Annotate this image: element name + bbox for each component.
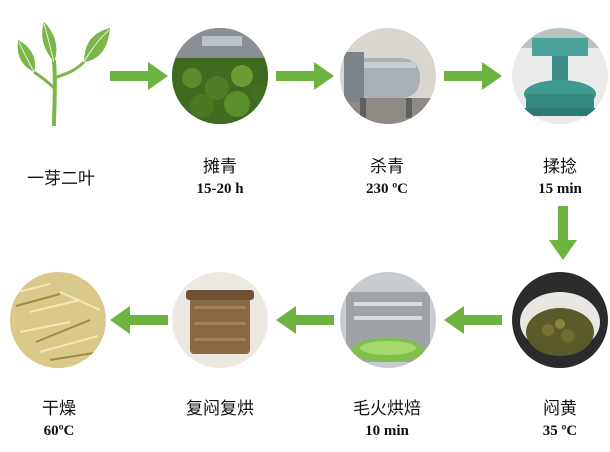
- arrow-right-icon: [110, 62, 168, 90]
- yellowing-photo: [512, 272, 608, 368]
- step-label-8: 干燥 60ºC: [0, 398, 124, 442]
- arrow-right-icon: [276, 62, 334, 90]
- arrow-left-icon: [110, 306, 168, 334]
- step-label-5: 闷黄 35 ºC: [495, 398, 610, 442]
- arrow-left-icon: [444, 306, 502, 334]
- step-param: 35 ºC: [542, 423, 578, 439]
- step-param: 10 min: [365, 423, 409, 439]
- repeat-yellowing-drying-photo: [172, 272, 268, 368]
- step-name: 一芽二叶: [27, 169, 95, 189]
- spreading-photo: [172, 28, 268, 124]
- first-drying-photo: [340, 272, 436, 368]
- step-label-7: 复闷复烘: [155, 398, 285, 420]
- step-name: 摊青: [203, 157, 237, 177]
- step-label-6: 毛火烘焙 10 min: [322, 398, 452, 442]
- step-tea-bud: [14, 18, 114, 128]
- step-name: 干燥: [42, 399, 76, 419]
- step-name: 复闷复烘: [186, 399, 254, 419]
- rolling-machine-photo: [512, 28, 608, 124]
- step-param: 15-20 h: [196, 181, 244, 197]
- step-label-2: 摊青 15-20 h: [155, 156, 285, 200]
- step-param: 60ºC: [43, 423, 75, 439]
- step-name: 杀青: [370, 157, 404, 177]
- arrow-left-icon: [276, 306, 334, 334]
- step-param: 15 min: [538, 181, 582, 197]
- step-param: 230 ºC: [365, 181, 409, 197]
- dried-tea-photo: [10, 272, 106, 368]
- step-name: 揉捻: [543, 157, 577, 177]
- arrow-down-icon: [549, 206, 577, 260]
- arrow-right-icon: [444, 62, 502, 90]
- step-name: 闷黄: [543, 399, 577, 419]
- tea-leaf-icon: [17, 22, 110, 127]
- fixing-machine-photo: [340, 28, 436, 124]
- step-label-3: 杀青 230 ºC: [322, 156, 452, 200]
- step-label-4: 揉捻 15 min: [495, 156, 610, 200]
- step-label-1: 一芽二叶: [0, 168, 126, 190]
- step-name: 毛火烘焙: [353, 399, 421, 419]
